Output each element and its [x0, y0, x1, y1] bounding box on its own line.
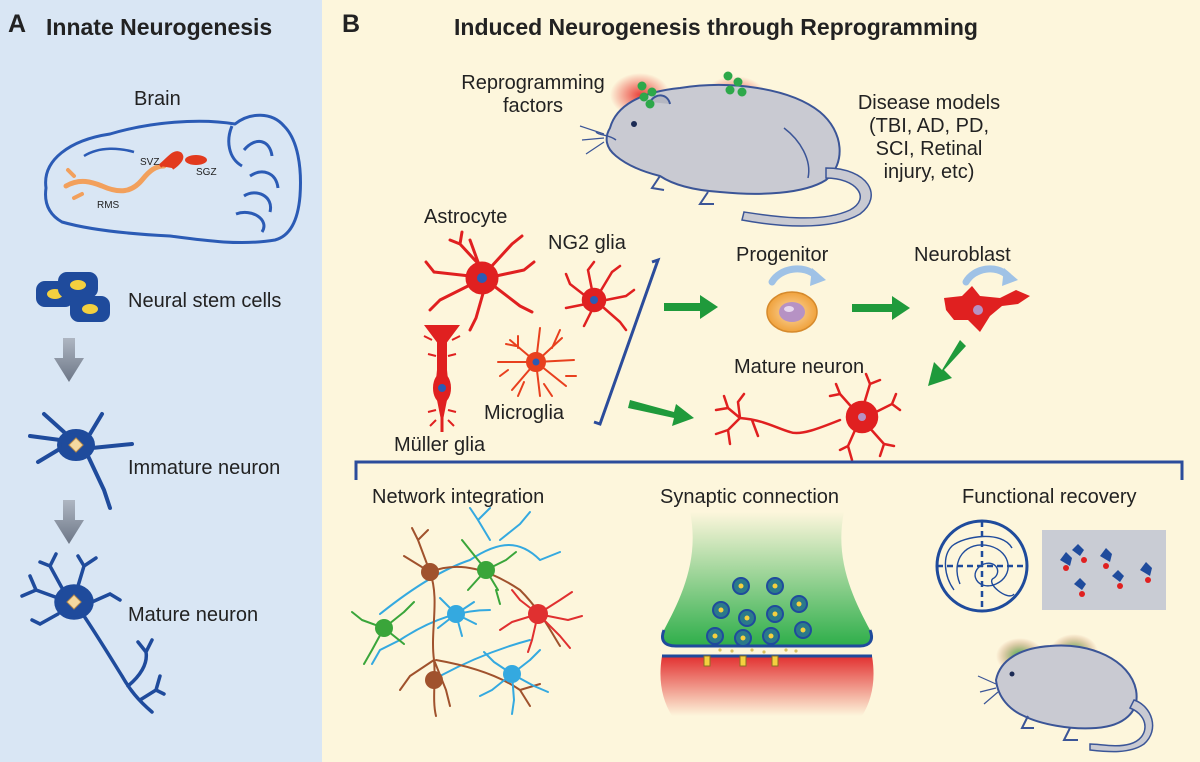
- nucleus-icon: [532, 358, 540, 366]
- reprogramming-factors-line: factors: [502, 95, 564, 117]
- progenitor-cell-icon: [766, 265, 826, 333]
- neural-stem-cells-icon: [36, 272, 110, 322]
- panel-a-title: Innate Neurogenesis: [46, 14, 273, 40]
- diagonal-arrow-icon: [928, 340, 966, 386]
- sgz-label: SGZ: [196, 167, 217, 178]
- astrocyte-label: Astrocyte: [424, 206, 508, 228]
- neuroblast-label: Neuroblast: [914, 244, 1011, 266]
- microglia-label: Microglia: [484, 402, 565, 424]
- water-maze-icon: [935, 519, 1029, 613]
- reprogramming-factors-label: Reprogramming factors: [458, 72, 608, 118]
- glia-bracket: [593, 257, 661, 426]
- olfactory-branches: [66, 168, 84, 200]
- mature-neuron-icon: [714, 372, 902, 462]
- recovered-mouse-icon: [977, 634, 1154, 753]
- right-arrow-icon: [664, 295, 718, 319]
- svz-label: SVZ: [140, 157, 160, 168]
- outcomes-bracket: [354, 460, 1184, 480]
- panel-b-title: Induced Neurogenesis through Reprogrammi…: [454, 14, 978, 40]
- functional-recovery-label: Functional recovery: [962, 486, 1137, 508]
- tracking-panel-icon: [1042, 530, 1166, 610]
- panel-a-background: [0, 0, 322, 762]
- mouse-disease-model-icon: [579, 71, 872, 227]
- disease-models-line: SCI, Retinal: [875, 138, 983, 160]
- ng2-glia-label: NG2 glia: [548, 232, 626, 254]
- mature-neuron-icon: [20, 552, 166, 714]
- nucleus-icon: [590, 296, 598, 304]
- svz-region: [158, 151, 184, 170]
- brain-label: Brain: [134, 88, 181, 110]
- right-arrow-icon: [852, 296, 910, 320]
- brain-sagittal-icon: [44, 113, 302, 245]
- panel-a-letter: A: [8, 10, 27, 38]
- mature-neuron-label-b: Mature neuron: [734, 356, 865, 378]
- panel-b-letter: B: [342, 10, 361, 38]
- immature-neuron-icon: [28, 412, 134, 510]
- neural-stem-cells-label: Neural stem cells: [128, 290, 282, 312]
- nucleus-icon: [858, 413, 866, 421]
- disease-models-line: Disease models: [857, 92, 1001, 114]
- disease-models-label: Disease models (TBI, AD, PD, SCI, Retina…: [844, 92, 1014, 184]
- disease-models-line: (TBI, AD, PD,: [868, 115, 990, 137]
- nucleus-icon: [438, 384, 446, 392]
- network-integration-label: Network integration: [372, 486, 545, 508]
- rms-pathway: [63, 163, 167, 194]
- immature-neuron-label: Immature neuron: [128, 457, 281, 479]
- down-arrow-icon: [54, 338, 84, 382]
- sgz-region: [185, 155, 207, 165]
- ng2-glia-icon: [564, 260, 636, 332]
- neural-network-icon: [351, 507, 583, 717]
- down-arrow-icon: [54, 500, 84, 544]
- disease-models-line: injury, etc): [883, 161, 975, 183]
- synaptic-connection-label: Synaptic connection: [660, 486, 840, 508]
- neuroblast-icon: [944, 265, 1030, 332]
- synapse-icon: [660, 512, 874, 716]
- progenitor-label: Progenitor: [736, 244, 829, 266]
- rms-label: RMS: [97, 200, 120, 211]
- reprogramming-factors-line: Reprogramming: [461, 72, 605, 94]
- nucleus-icon: [66, 594, 82, 610]
- nucleus-icon: [68, 437, 84, 453]
- right-arrow-icon: [628, 400, 694, 426]
- muller-glia-icon: [423, 325, 461, 432]
- nucleus-icon: [477, 273, 487, 283]
- muller-glia-label: Müller glia: [394, 434, 486, 456]
- mature-neuron-label-a: Mature neuron: [128, 604, 259, 626]
